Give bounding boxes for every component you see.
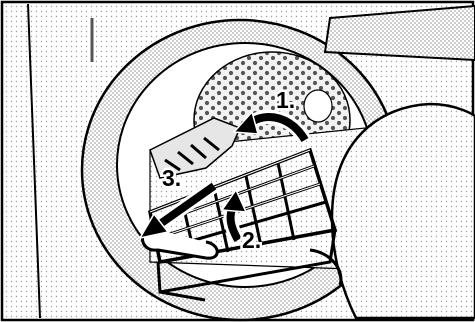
step-3-label: 3. [162, 165, 181, 191]
drum-back-hub [304, 90, 332, 122]
step-2-label: 2. [242, 227, 261, 253]
step-1-label: 1. [276, 87, 295, 113]
